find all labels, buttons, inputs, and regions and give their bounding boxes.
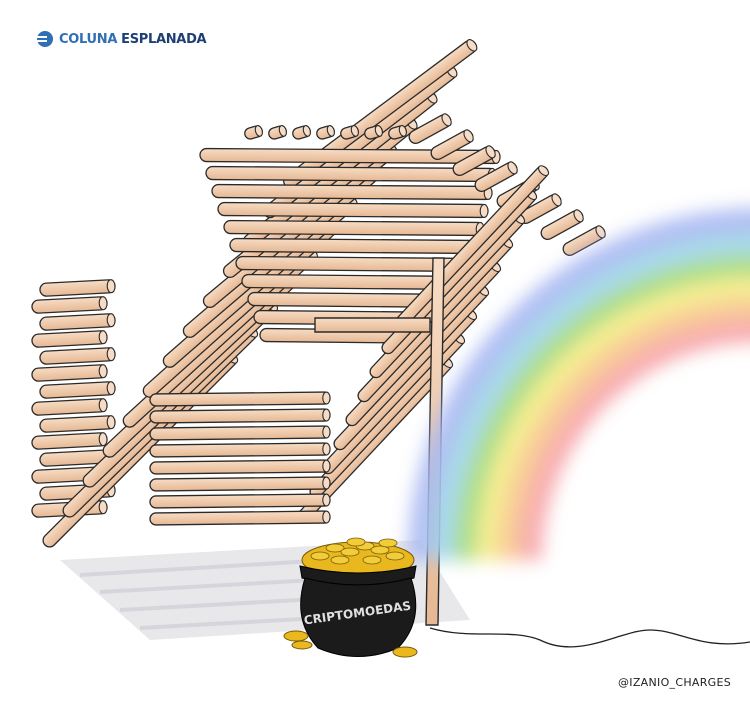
rainbow-band — [474, 274, 750, 561]
log — [39, 313, 116, 331]
coin — [325, 543, 345, 553]
coin — [310, 551, 330, 561]
log — [149, 391, 331, 407]
log — [229, 237, 481, 255]
logo-text-coluna: COLUNA — [59, 31, 118, 47]
coin — [340, 547, 360, 557]
log — [39, 381, 116, 399]
log — [149, 442, 331, 458]
logo-text-esplanada: ESPLANADA — [121, 31, 207, 47]
log — [211, 183, 493, 201]
log — [268, 125, 287, 140]
coin — [385, 551, 405, 561]
log — [452, 145, 496, 177]
ground-string — [429, 627, 750, 648]
rainbow-band — [496, 296, 750, 561]
log — [149, 408, 331, 424]
rainbow — [408, 208, 750, 561]
coin-pile-details — [310, 537, 405, 565]
log — [31, 364, 108, 382]
log — [408, 113, 452, 145]
log-structure — [31, 39, 606, 548]
log — [292, 125, 311, 140]
log — [31, 432, 108, 450]
log — [540, 209, 584, 241]
log — [474, 161, 518, 193]
log — [149, 510, 331, 526]
log — [39, 347, 116, 365]
log — [223, 219, 485, 237]
coin — [362, 555, 382, 565]
log — [149, 459, 331, 475]
log — [31, 296, 108, 314]
rainbow-band — [408, 208, 750, 561]
coin — [346, 537, 366, 547]
coin — [378, 538, 398, 548]
coluna-esplanada-logo-icon — [35, 31, 53, 47]
coin — [370, 545, 390, 555]
log — [244, 125, 263, 140]
coin — [330, 555, 350, 565]
loose-coins — [283, 630, 418, 658]
log — [316, 125, 335, 140]
log — [199, 147, 501, 165]
rainbow-band — [452, 252, 750, 561]
log — [31, 330, 108, 348]
artist-credit: @IZANIO_CHARGES — [618, 676, 732, 689]
log — [217, 201, 489, 219]
pot-of-gold: CRIPTOMOEDAS — [299, 537, 417, 657]
rainbow-band — [430, 230, 750, 561]
log — [149, 476, 331, 492]
log — [31, 398, 108, 416]
log — [562, 225, 606, 257]
log — [149, 493, 331, 509]
log — [430, 129, 474, 161]
log — [149, 425, 331, 441]
log — [39, 415, 116, 433]
rainbow-band — [518, 318, 750, 561]
log — [39, 279, 116, 297]
